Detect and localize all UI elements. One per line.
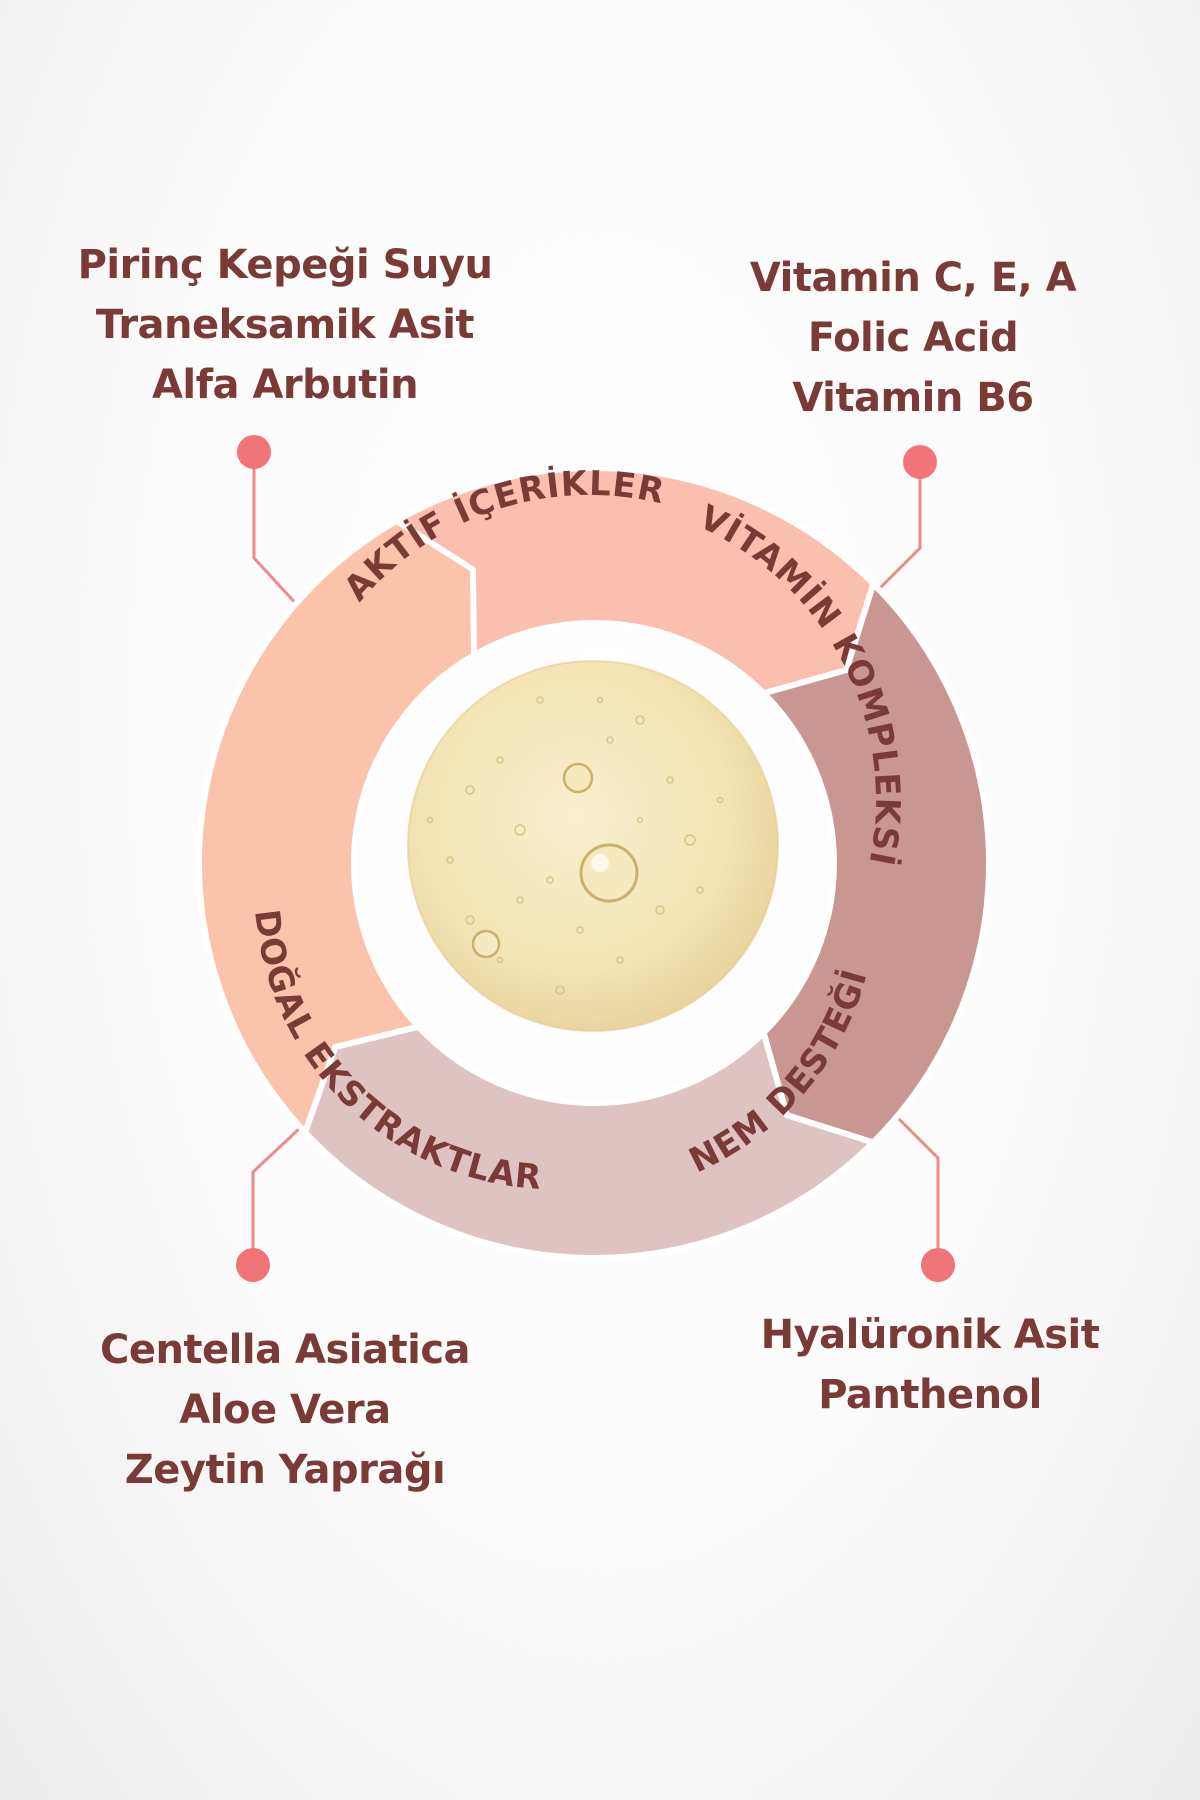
serum-bubble (514, 824, 526, 836)
serum-bubble (465, 915, 475, 925)
serum-bubble (636, 816, 644, 824)
serum-bubble (616, 956, 624, 964)
ingredient-item: Panthenol (818, 1372, 1042, 1418)
ingredients-active: Pirinç Kepeği Suyu Traneksamik Asit Alfa… (5, 235, 565, 415)
ingredient-item: Alfa Arbutin (151, 362, 419, 408)
connector-active (252, 452, 302, 610)
cycle-segments (196, 465, 993, 1261)
ingredient-item: Vitamin B6 (792, 375, 1034, 421)
serum-bubble (596, 696, 604, 704)
ingredients-vitamin: Vitamin C, E, A Folic Acid Vitamin B6 (633, 248, 1193, 428)
serum-bubble (496, 756, 504, 764)
serum-bubble (516, 896, 524, 904)
ingredient-item: Pirinç Kepeği Suyu (77, 242, 493, 288)
ingredient-item: Aloe Vera (179, 1387, 391, 1433)
serum-bubble (655, 905, 665, 915)
segment-active (196, 517, 478, 1139)
serum-bubble (606, 736, 614, 744)
ingredients-moisture: Hyalüronik Asit Panthenol (650, 1305, 1200, 1425)
serum-bubble (465, 785, 475, 795)
ingredient-item: Zeytin Yaprağı (124, 1447, 446, 1493)
serum-bubble (446, 856, 454, 864)
connector-dot (921, 1248, 955, 1282)
connector-dot (237, 435, 271, 469)
serum-bubble (666, 776, 674, 784)
serum-drop-image (407, 660, 779, 1032)
connector-vitamin (868, 462, 922, 600)
serum-bubble (576, 926, 584, 934)
serum-bubble (716, 796, 724, 804)
ingredient-item: Vitamin C, E, A (749, 255, 1077, 301)
ingredient-item: Hyalüronik Asit (760, 1312, 1100, 1358)
connector-dot (903, 445, 937, 479)
serum-bubble (496, 956, 504, 964)
serum-bubble (546, 876, 554, 884)
connector-lines (236, 435, 955, 1282)
serum-bubble (635, 715, 645, 725)
serum-bubble (555, 985, 565, 995)
serum-bubble (684, 834, 696, 846)
ingredients-natural: Centella Asiatica Aloe Vera Zeytin Yapra… (5, 1320, 565, 1500)
ingredient-item: Centella Asiatica (99, 1327, 471, 1373)
segment-natural (301, 1023, 879, 1261)
ingredient-item: Traneksamik Asit (95, 302, 475, 348)
serum-bubble (426, 816, 434, 824)
serum-bubble (696, 886, 704, 894)
connector-moisture (888, 1108, 940, 1265)
connector-natural (251, 1126, 302, 1265)
segment-moisture (757, 578, 993, 1146)
serum-bubble (536, 696, 544, 704)
connector-dot (236, 1248, 270, 1282)
ingredient-item: Folic Acid (807, 315, 1019, 361)
